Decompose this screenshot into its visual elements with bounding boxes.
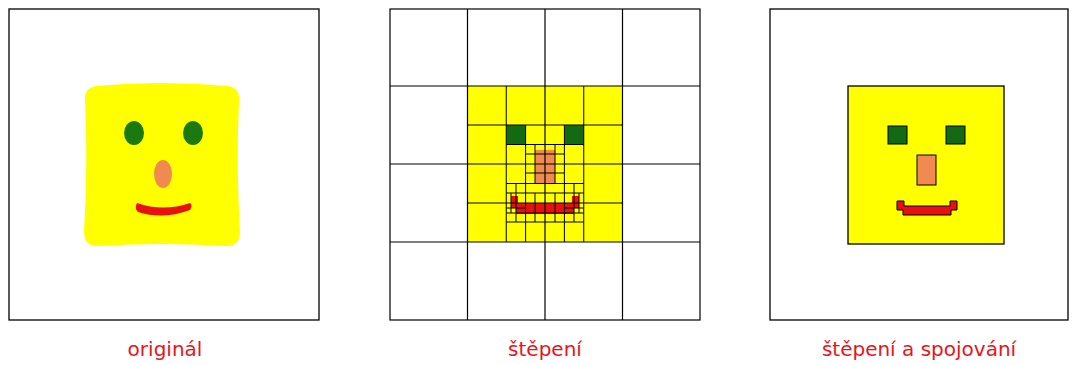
split-panel: [390, 9, 700, 320]
panel-caption: štěpení: [508, 337, 582, 361]
original-panel: [9, 9, 319, 320]
panel-caption: štěpení a spojování: [822, 337, 1016, 361]
split-merge-panel: [770, 9, 1068, 320]
panel-caption: originál: [128, 337, 203, 361]
